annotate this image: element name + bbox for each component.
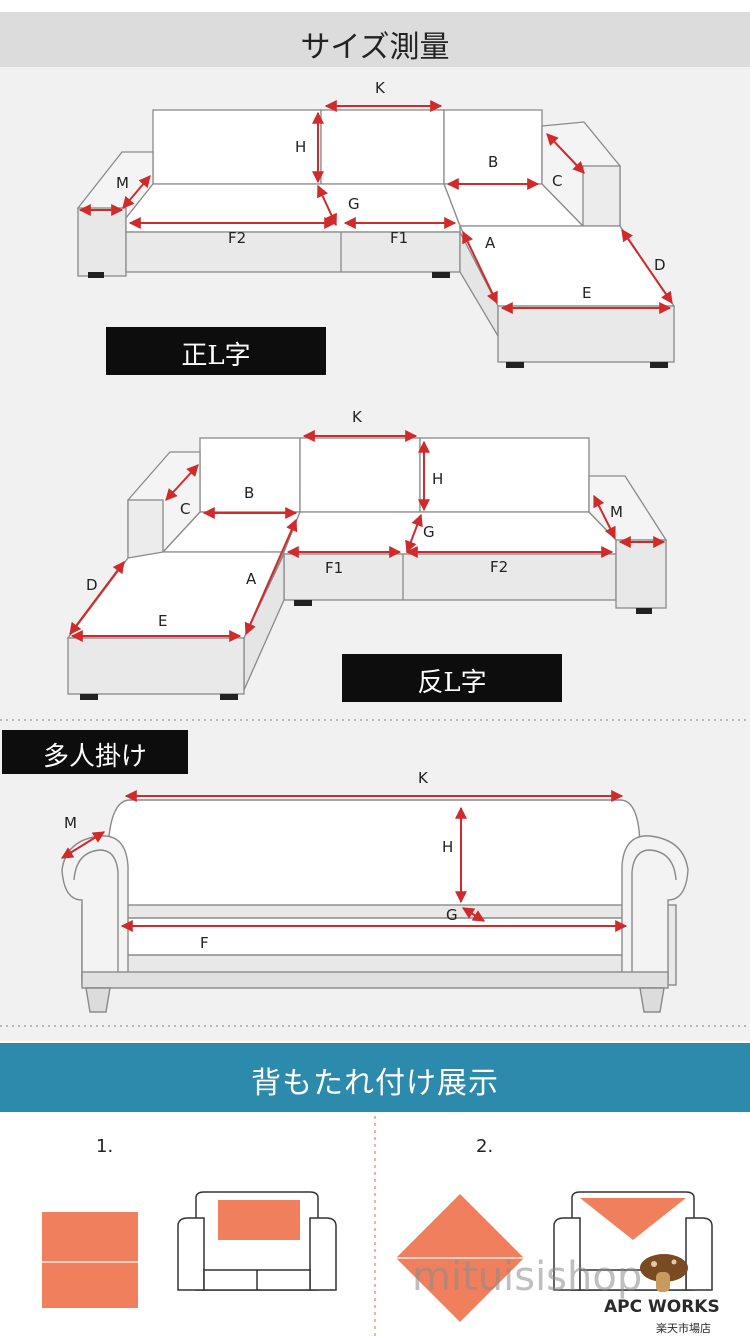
watermark-text: mituisishop xyxy=(412,1254,642,1300)
dim2-b-label: B xyxy=(244,484,254,502)
dim-m-line xyxy=(122,175,151,209)
dim-e-label: E xyxy=(582,284,591,302)
step-1-label: 1. xyxy=(96,1136,113,1157)
label-left-l: 反L字 xyxy=(342,654,562,702)
display-illustration: 1. 2. mituisishop xyxy=(42,1116,720,1338)
dim2-m-line xyxy=(593,494,616,540)
section-title: サイズ測量 xyxy=(300,30,450,65)
dim-c-line xyxy=(546,133,585,174)
dim2-f1-label: F1 xyxy=(325,559,343,577)
store-text: 楽天市場店 xyxy=(656,1321,711,1335)
dim-k-label: K xyxy=(375,79,386,97)
dim-f1-label: F1 xyxy=(390,229,408,247)
armchair-1 xyxy=(177,1191,337,1291)
l-sofa-left-labels: K H B C M G D A F1 F2 E xyxy=(86,408,623,630)
dim2-e-label: E xyxy=(158,612,167,630)
dim2-c-line xyxy=(165,464,199,501)
dim-f2-label: F2 xyxy=(228,229,246,247)
dim-h-label: H xyxy=(295,138,306,156)
label-multi-seat: 多人掛け xyxy=(2,730,188,774)
dim2-g-line xyxy=(405,513,423,554)
multi-seat-sofa xyxy=(61,799,689,1013)
dim2-a-label: A xyxy=(246,570,257,588)
dim2-h-label: H xyxy=(432,470,443,488)
section-header: サイズ測量 xyxy=(0,12,750,67)
dim3-h-label: H xyxy=(442,838,453,856)
dim3-m-label: M xyxy=(64,814,77,832)
label-right-l: 正L字 xyxy=(106,327,326,375)
dim2-d-line xyxy=(69,561,125,635)
cover-square xyxy=(42,1212,138,1308)
multi-seat-arrows xyxy=(60,790,628,932)
mushroom-logo xyxy=(640,1254,688,1292)
brand-text: APC WORKS xyxy=(604,1297,720,1317)
dim-g-label: G xyxy=(348,195,360,213)
dim2-d-label: D xyxy=(86,576,98,594)
l-sofa-right-arrows xyxy=(78,100,673,314)
cover-diamond xyxy=(396,1194,524,1322)
dim-a-label: A xyxy=(485,234,496,252)
dim3-g-line xyxy=(461,907,486,922)
l-sofa-left-arrows xyxy=(69,430,666,642)
measurement-diagram-area: K H M G B C F2 F1 A D E xyxy=(0,67,750,1041)
multi-seat-labels: K M H G F xyxy=(64,769,458,952)
dim2-a-line xyxy=(244,518,298,636)
dim2-c-label: C xyxy=(180,500,190,518)
dim-c-label: C xyxy=(552,172,562,190)
dim3-g-label: G xyxy=(446,906,458,924)
dim-b-label: B xyxy=(488,153,498,171)
display-header: 背もたれ付け展示 xyxy=(0,1043,750,1112)
l-sofa-right-labels: K H M G B C F2 F1 A D E xyxy=(116,79,666,302)
dim3-f-label: F xyxy=(200,934,209,952)
dim2-g-label: G xyxy=(423,523,435,541)
display-section: 1. 2. mituisishop xyxy=(0,1112,750,1338)
dim-d-label: D xyxy=(654,256,666,274)
dim2-k-label: K xyxy=(352,408,363,426)
dim-d-line xyxy=(621,229,673,304)
l-sofa-left xyxy=(66,437,668,700)
dim3-m-line xyxy=(60,831,106,859)
dim2-f2-label: F2 xyxy=(490,558,508,576)
measurement-diagram: K H M G B C F2 F1 A D E xyxy=(0,79,750,1027)
dim2-m-label: M xyxy=(610,503,623,521)
dim3-k-label: K xyxy=(418,769,429,787)
step-2-label: 2. xyxy=(476,1136,493,1157)
display-title: 背もたれ付け展示 xyxy=(251,1066,499,1101)
dim-a-line xyxy=(462,230,498,305)
dim-m-label: M xyxy=(116,174,129,192)
armchair-2 xyxy=(553,1191,713,1291)
